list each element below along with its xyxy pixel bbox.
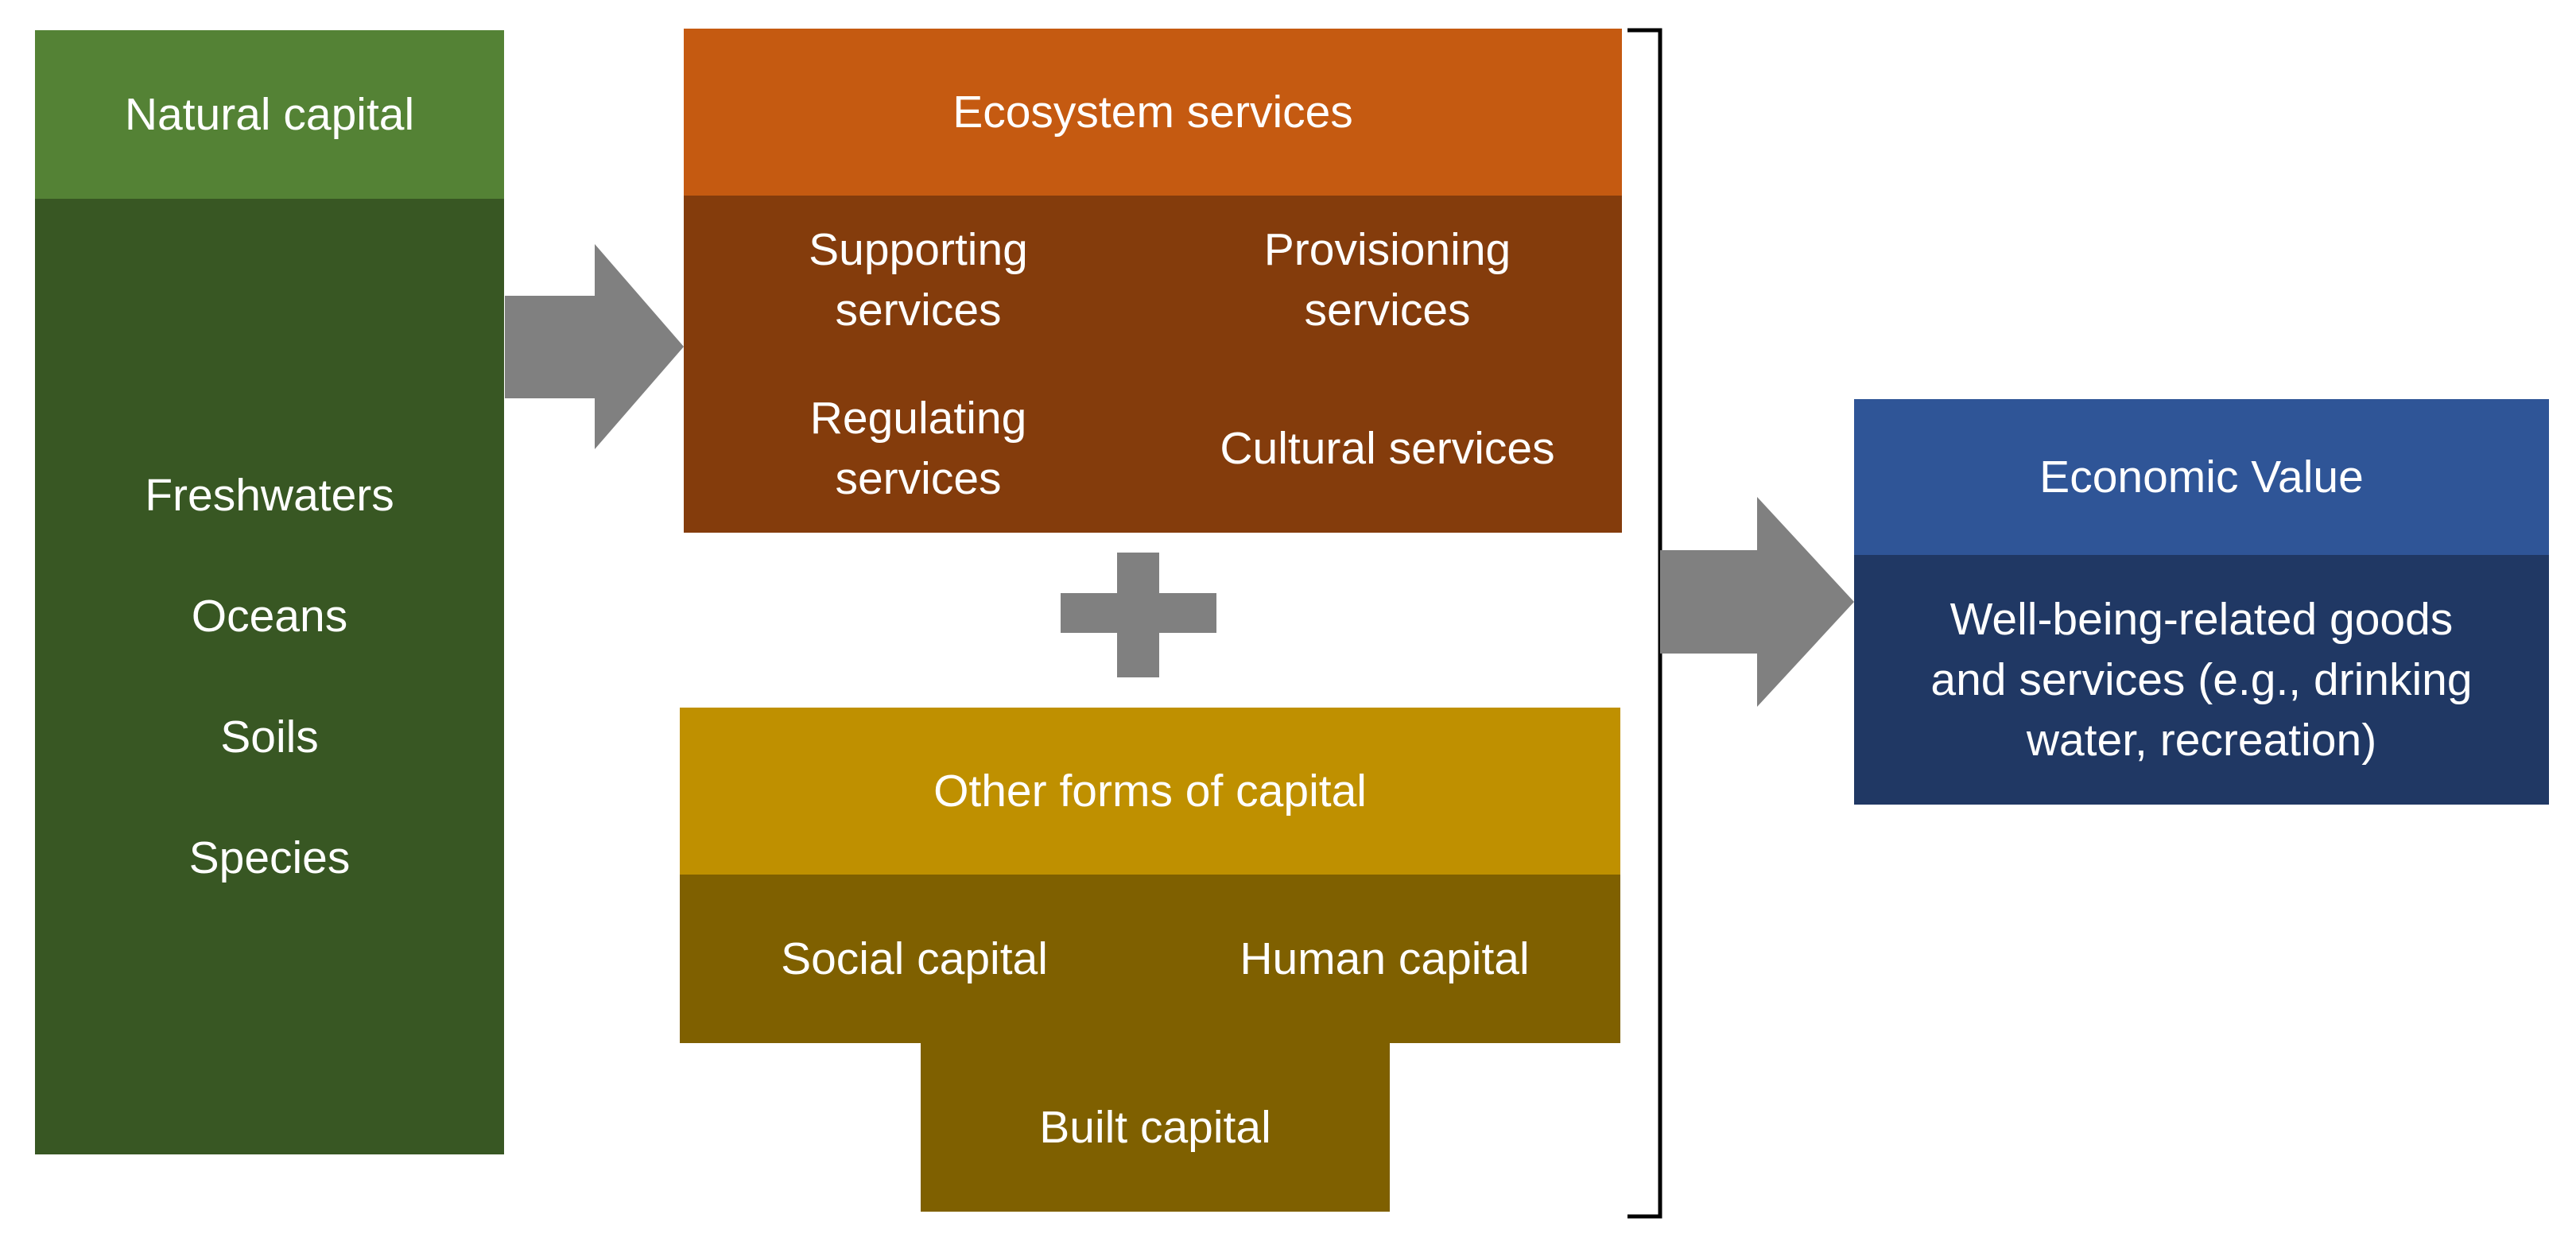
supporting-services-label: Supporting services — [809, 224, 1028, 336]
natural-capital-item-oceans: Oceans — [191, 591, 348, 642]
economic-value-header: Economic Value — [1854, 399, 2549, 555]
natural-capital-item-species: Species — [188, 832, 351, 883]
cultural-services-label: Cultural services — [1220, 423, 1555, 474]
economic-value-description: Well-being-related goods and services (e… — [1930, 594, 2473, 766]
ecosystem-services-header: Ecosystem services — [684, 29, 1622, 196]
natural-capital-item-soils: Soils — [220, 712, 319, 762]
regulating-services: Regulating services — [684, 364, 1153, 533]
natural-capital-body: Freshwaters Oceans Soils Species — [35, 199, 504, 1154]
natural-capital-header: Natural capital — [35, 30, 504, 199]
bracket — [1627, 28, 1662, 1219]
cultural-services: Cultural services — [1153, 364, 1622, 533]
supporting-services: Supporting services — [684, 196, 1153, 364]
social-capital-label: Social capital — [781, 933, 1048, 984]
provisioning-services-label: Provisioning services — [1263, 224, 1511, 336]
plus-sign — [1061, 553, 1216, 677]
economic-value-title: Economic Value — [2039, 452, 2364, 502]
ecosystem-services-body — [684, 196, 1622, 533]
arrow-natural-to-ecosystem — [505, 244, 684, 449]
regulating-services-label: Regulating services — [809, 393, 1027, 504]
arrow-to-economic-value — [1660, 497, 1854, 707]
human-capital-label: Human capital — [1240, 933, 1530, 984]
human-capital: Human capital — [1149, 875, 1620, 1043]
provisioning-services: Provisioning services — [1153, 196, 1622, 364]
other-capital-header: Other forms of capital — [680, 708, 1620, 875]
economic-value-body: Well-being-related goods and services (e… — [1854, 555, 2549, 805]
natural-capital-item-freshwaters: Freshwaters — [145, 470, 394, 521]
ecosystem-services-title: Ecosystem services — [952, 87, 1353, 138]
natural-capital-title: Natural capital — [124, 89, 415, 140]
social-capital: Social capital — [680, 875, 1149, 1043]
other-capital-body — [680, 875, 1620, 1043]
built-capital-label: Built capital — [1039, 1102, 1271, 1153]
built-capital: Built capital — [921, 1043, 1390, 1212]
other-capital-title: Other forms of capital — [933, 766, 1367, 817]
